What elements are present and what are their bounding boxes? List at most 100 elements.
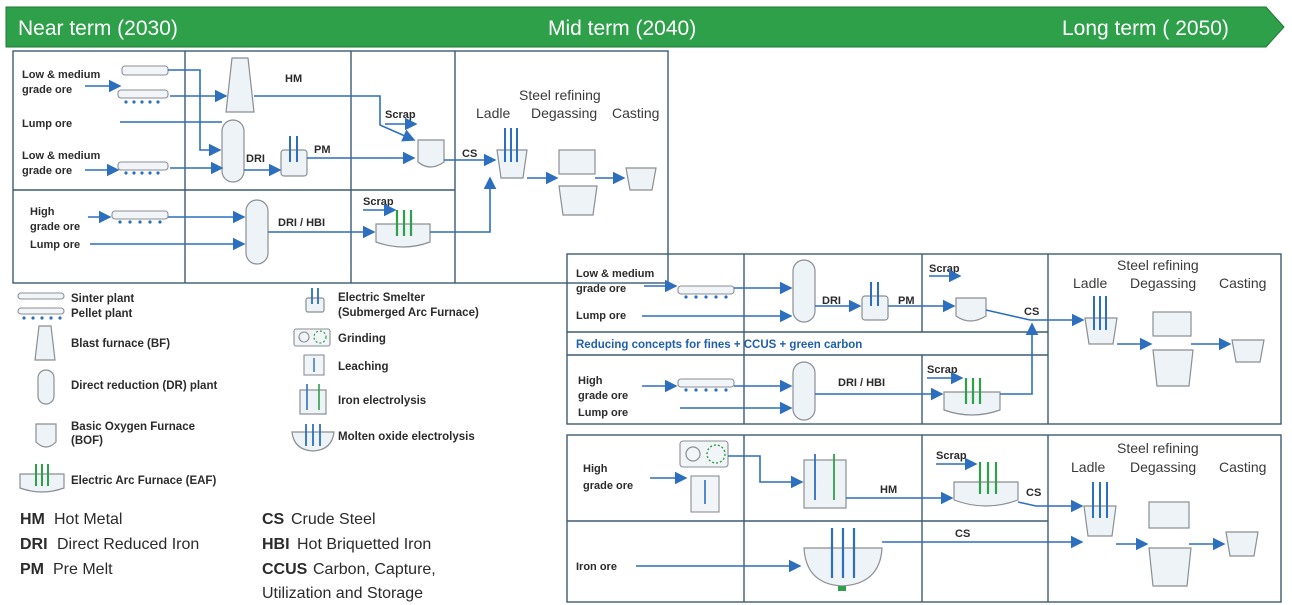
p2-lump-ore-2: Lump ore — [578, 407, 628, 419]
p3-casting-label: Casting — [1219, 459, 1266, 475]
p1-ore-low2-line2: grade ore — [22, 165, 72, 177]
p2-lump-ore: Lump ore — [576, 310, 626, 322]
abbr-ccus-text-2: Utilization and Storage — [262, 585, 423, 602]
p2-ore-high-line1: High — [578, 375, 603, 387]
bof-icon — [35, 423, 57, 448]
abbr-hbi-text: Hot Briquetted Iron — [297, 536, 431, 553]
p1-sinter-plant-icon — [117, 65, 169, 104]
p1-refining-label: Steel refining — [519, 87, 601, 103]
p3-eaf-icon — [953, 462, 1019, 507]
p2-degassing-icon — [1152, 311, 1194, 387]
p3-iron-ore: Iron ore — [576, 561, 617, 573]
near-term-label: Near term (2030) — [18, 17, 178, 40]
legend-bof-line1: Basic Oxygen Furnace — [71, 421, 195, 433]
abbr-dri-text: Direct Reduced Iron — [57, 536, 199, 553]
panel-mid-term: Low & medium grade ore Lump ore DRI PM S… — [566, 253, 1282, 425]
timeline-banner: Near term (2030) Mid term (2040) Long te… — [5, 6, 1285, 48]
p3-casting-icon — [1225, 531, 1259, 557]
p3-cs-label-2: CS — [955, 528, 970, 540]
p2-casting-icon — [1231, 339, 1265, 363]
p1-dr-plant-icon — [221, 119, 245, 183]
p3-ladle-label: Ladle — [1071, 459, 1105, 475]
legend-dr: Direct reduction (DR) plant — [71, 380, 217, 392]
p3-molten-oxide-electrolysis-icon — [803, 528, 883, 591]
abbr-pm-text: Pre Melt — [53, 561, 113, 578]
p3-scrap-label: Scrap — [936, 450, 967, 462]
p3-degassing-label: Degassing — [1130, 459, 1196, 475]
p2-dri-label: DRI — [822, 295, 841, 307]
p1-ore-high-line1: High — [30, 206, 55, 218]
p3-refining-label: Steel refining — [1117, 440, 1199, 456]
p1-lump-ore-2: Lump ore — [30, 239, 80, 251]
p2-dr-plant-icon-2 — [792, 361, 816, 421]
p1-casting-label: Casting — [612, 105, 659, 121]
p1-eaf-icon — [375, 210, 431, 248]
p1-dr-plant-icon-2 — [245, 199, 269, 265]
p1-blast-furnace-icon — [225, 57, 255, 113]
legend-sinter: Sinter plant — [71, 293, 134, 305]
p2-scrap-label-2: Scrap — [927, 364, 958, 376]
p2-note: Reducing concepts for fines + CCUS + gre… — [576, 339, 862, 351]
p2-dri-hbi-label: DRI / HBI — [838, 377, 885, 389]
p3-grinding-icon — [679, 440, 729, 468]
p2-ladle-label: Ladle — [1073, 275, 1107, 291]
p1-pm-label: PM — [314, 144, 331, 156]
p1-scrap-label-2: Scrap — [363, 196, 394, 208]
p2-casting-label: Casting — [1219, 275, 1266, 291]
p1-degassing-label: Degassing — [531, 105, 597, 121]
p2-degassing-label: Degassing — [1130, 275, 1196, 291]
p1-bof-icon — [417, 139, 445, 168]
abbr-cs-text: Crude Steel — [291, 511, 376, 528]
p1-ladle-label: Ladle — [476, 105, 510, 121]
abbr-ccus-text: Carbon, Capture, — [313, 561, 436, 578]
abbr-hm-key: HM — [20, 511, 45, 528]
p1-pellet-plant-icon — [117, 161, 169, 175]
p3-ladle-icon — [1083, 482, 1117, 537]
blast-furnace-icon — [34, 325, 56, 361]
p2-eaf-icon — [943, 378, 1001, 416]
grinding-icon — [293, 328, 331, 347]
p1-casting-icon — [625, 167, 657, 191]
abbr-ccus-key: CCUS — [262, 561, 308, 578]
p2-ore-low-line2: grade ore — [576, 283, 626, 295]
p2-cs-label: CS — [1024, 306, 1039, 318]
abbr-hm-text: Hot Metal — [54, 511, 122, 528]
p2-ore-low-line1: Low & medium — [576, 268, 654, 280]
legend-moe: Molten oxide electrolysis — [338, 431, 475, 443]
pellet-plant-icon — [17, 307, 65, 320]
legend-smelter-line2: (Submerged Arc Furnace) — [338, 307, 479, 319]
panel-near-term: Low & medium grade ore Lump ore Low & me… — [12, 50, 669, 284]
p1-ore-high-line2: grade ore — [30, 221, 80, 233]
p1-dri-hbi-label: DRI / HBI — [278, 217, 325, 229]
p3-iron-electrolysis-icon — [803, 454, 847, 509]
p1-ore-low2-line1: Low & medium — [22, 150, 100, 162]
legend-bf: Blast furnace (BF) — [71, 338, 170, 350]
p1-ladle-icon — [496, 128, 528, 179]
p2-bof-icon — [955, 297, 987, 322]
long-term-label: Long term ( 2050) — [1062, 17, 1229, 40]
abbr-pm-key: PM — [20, 561, 44, 578]
leaching-icon — [303, 354, 325, 376]
p2-refining-label: Steel refining — [1117, 257, 1199, 273]
p2-pellet-plant-icon-2 — [677, 378, 735, 392]
mid-term-label: Mid term (2040) — [548, 17, 696, 40]
abbr-cs-key: CS — [262, 511, 285, 528]
p3-leaching-icon — [690, 475, 720, 513]
p3-ore-high-line2: grade ore — [583, 480, 633, 492]
p3-cs-label-1: CS — [1026, 487, 1041, 499]
abbreviations: HM Hot Metal DRI Direct Reduced Iron PM … — [20, 511, 436, 602]
abbr-dri-key: DRI — [20, 536, 48, 553]
p2-pellet-plant-icon — [677, 285, 735, 299]
p1-ore-low1-line1: Low & medium — [22, 69, 100, 81]
p1-lump-ore: Lump ore — [22, 118, 72, 130]
legend-grinding: Grinding — [338, 333, 386, 345]
legend-bof-line2: (BOF) — [71, 435, 103, 447]
legend-eaf: Electric Arc Furnace (EAF) — [71, 475, 216, 487]
p2-dr-plant-icon — [792, 259, 816, 323]
eaf-icon — [19, 464, 65, 493]
p3-hm-label: HM — [880, 484, 897, 496]
abbr-hbi-key: HBI — [262, 536, 290, 553]
dr-plant-icon — [37, 369, 55, 405]
molten-oxide-electrolysis-icon — [291, 424, 335, 452]
